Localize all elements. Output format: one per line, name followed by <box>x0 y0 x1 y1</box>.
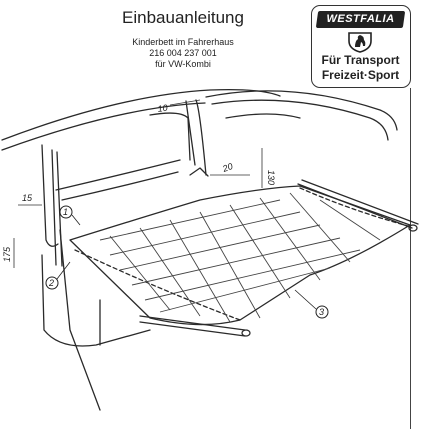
rear-bar-end <box>408 224 418 232</box>
callout-2-circle <box>45 276 59 290</box>
callout-2-leader <box>56 261 71 280</box>
a-pillar-left <box>185 100 196 166</box>
windshield-inner <box>211 99 389 141</box>
window-bar-2 <box>61 171 179 201</box>
rear-bar <box>297 183 413 229</box>
windshield-wiper-area <box>225 113 301 119</box>
dim-label-10: 10 <box>157 103 168 114</box>
document-subtitle: Kinderbett im Fahrerhaus 216 004 237 001… <box>104 37 262 70</box>
window-bar <box>55 159 181 191</box>
seat-frame <box>59 229 101 411</box>
roof-line <box>1 88 281 141</box>
subtitle-line-part-number: 216 004 237 001 <box>149 48 217 58</box>
windshield-top <box>205 90 398 131</box>
dim-label-15: 15 <box>22 193 33 203</box>
front-bar-end <box>241 329 251 337</box>
callout-3-label: 3 <box>319 307 324 317</box>
fold-line <box>74 249 241 321</box>
callout-3-circle <box>315 305 329 319</box>
subtitle-line-vehicle: für VW-Kombi <box>155 59 211 69</box>
quilt-pattern <box>99 192 381 323</box>
dim-label-20: 20 <box>220 161 234 174</box>
door-pillar-left <box>51 149 57 266</box>
bed-fabric <box>69 185 411 326</box>
front-bar <box>139 315 246 331</box>
fold-line-rear <box>299 187 409 227</box>
roof-line-inner <box>1 102 206 151</box>
hook-top <box>189 167 209 177</box>
callout-3-leader <box>294 289 317 310</box>
seat-outline <box>41 254 151 347</box>
door-frame-top <box>149 112 191 161</box>
callout-1-circle <box>59 205 73 219</box>
dim-line-10 <box>169 99 201 106</box>
dim-label-175: 175 <box>2 246 12 262</box>
logo-tagline-2: Freizeit·Sport <box>321 68 400 82</box>
horse-crest-icon <box>348 32 372 53</box>
callout-1-leader <box>71 214 81 226</box>
rear-bar-2 <box>301 179 419 225</box>
westfalia-logo: WESTFALIA Für Transport Freizeit·Sport <box>311 5 411 88</box>
callout-2-label: 2 <box>48 278 54 288</box>
logo-brand-text: WESTFALIA <box>326 13 395 25</box>
subtitle-line-product: Kinderbett im Fahrerhaus <box>132 37 234 47</box>
dim-label-130: 130 <box>266 170 276 185</box>
front-bar-2 <box>139 321 246 337</box>
callout-1-label: 1 <box>63 207 68 217</box>
hook-rod <box>41 144 59 247</box>
a-pillar-inner <box>195 99 207 176</box>
document-title: Einbauanleitung <box>122 8 244 27</box>
page-frame-line <box>410 88 411 429</box>
logo-tagline-1: Für Transport <box>321 53 400 67</box>
